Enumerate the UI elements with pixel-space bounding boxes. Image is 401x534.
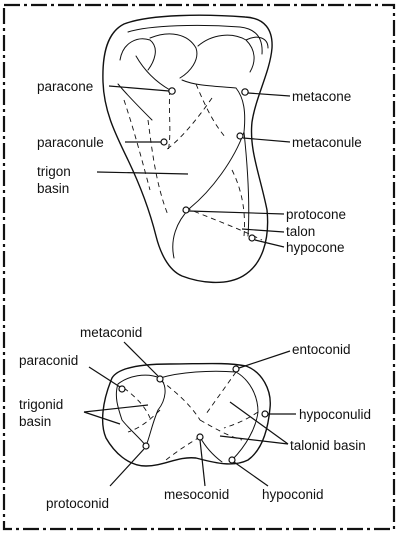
- label-trigonid-basin-line1: trigonid: [19, 397, 64, 412]
- dash-dot-frame: [2, 3, 396, 531]
- paraconid-point: [118, 385, 126, 393]
- paracone-point: [168, 87, 176, 95]
- label-talon: talon: [286, 224, 316, 239]
- hypoconid-point: [228, 456, 236, 464]
- paraconid-leader: [88, 366, 121, 388]
- entoconid-leader: [238, 350, 291, 369]
- metaconid-leader: [123, 341, 159, 377]
- upper-molar-drawing: [96, 14, 291, 284]
- trigonid-basin-leader-lower: [83, 411, 121, 425]
- label-protocone: protocone: [286, 207, 347, 222]
- hypoconulid-point: [261, 410, 269, 418]
- metaconid-point: [156, 375, 164, 383]
- protocone-point: [182, 206, 190, 214]
- label-mesoconid: mesoconid: [164, 487, 230, 502]
- label-trigonid-basin-line2: basin: [19, 414, 52, 429]
- paracone-leader: [108, 85, 170, 92]
- entoconid-point: [232, 365, 240, 373]
- upper-molar-inner-rim: [127, 24, 263, 55]
- upper-molar-cusp-ridges: [117, 33, 269, 259]
- label-entoconid: entoconid: [292, 342, 351, 357]
- metaconule-leader: [242, 137, 291, 143]
- upper-molar-outline: [102, 14, 273, 284]
- protoconid-point: [142, 442, 150, 450]
- protocone-leader: [188, 210, 285, 215]
- hypocone-point: [248, 234, 256, 242]
- lower-molar-drawing: [83, 341, 296, 487]
- label-trigon-basin-line2: basin: [37, 181, 70, 196]
- label-trigon-basin-line1: trigon: [37, 164, 71, 179]
- upper-molar-dashed-ridges: [123, 83, 263, 241]
- label-talonid-basin: talonid basin: [290, 438, 366, 453]
- hypocone-leader: [254, 239, 285, 248]
- trigonid-basin-leader-upper: [83, 404, 149, 413]
- mesoconid-leader: [199, 439, 206, 487]
- label-hypoconid: hypoconid: [262, 487, 324, 502]
- lower-molar-outline: [101, 362, 271, 467]
- label-metacone: metacone: [292, 89, 352, 104]
- metaconule-point: [236, 132, 244, 140]
- talonid-basin-leader-upper: [229, 401, 289, 445]
- lower-molar-dashed-ridges: [123, 371, 259, 461]
- hypoconid-leader: [233, 461, 269, 487]
- trigon-basin-leader: [96, 171, 189, 175]
- protoconid-leader: [109, 448, 145, 487]
- label-paracone: paracone: [37, 79, 94, 94]
- paraconule-point: [160, 138, 168, 146]
- metacone-leader: [247, 92, 291, 97]
- label-hypoconulid: hypoconulid: [299, 407, 372, 422]
- label-metaconule: metaconule: [292, 135, 362, 150]
- label-protoconid: protoconid: [46, 496, 110, 511]
- lower-molar-cusp-ridges: [159, 370, 259, 463]
- metacone-point: [241, 88, 249, 96]
- lower-molar-trigonid-rim: [115, 374, 166, 447]
- label-paraconule: paraconule: [37, 135, 104, 150]
- talonid-basin-leader-lower: [219, 435, 289, 445]
- label-hypocone: hypocone: [286, 240, 345, 255]
- talon-leader: [241, 228, 285, 233]
- label-paraconid: paraconid: [19, 353, 79, 368]
- label-metaconid: metaconid: [80, 325, 143, 340]
- mesoconid-point: [196, 433, 204, 441]
